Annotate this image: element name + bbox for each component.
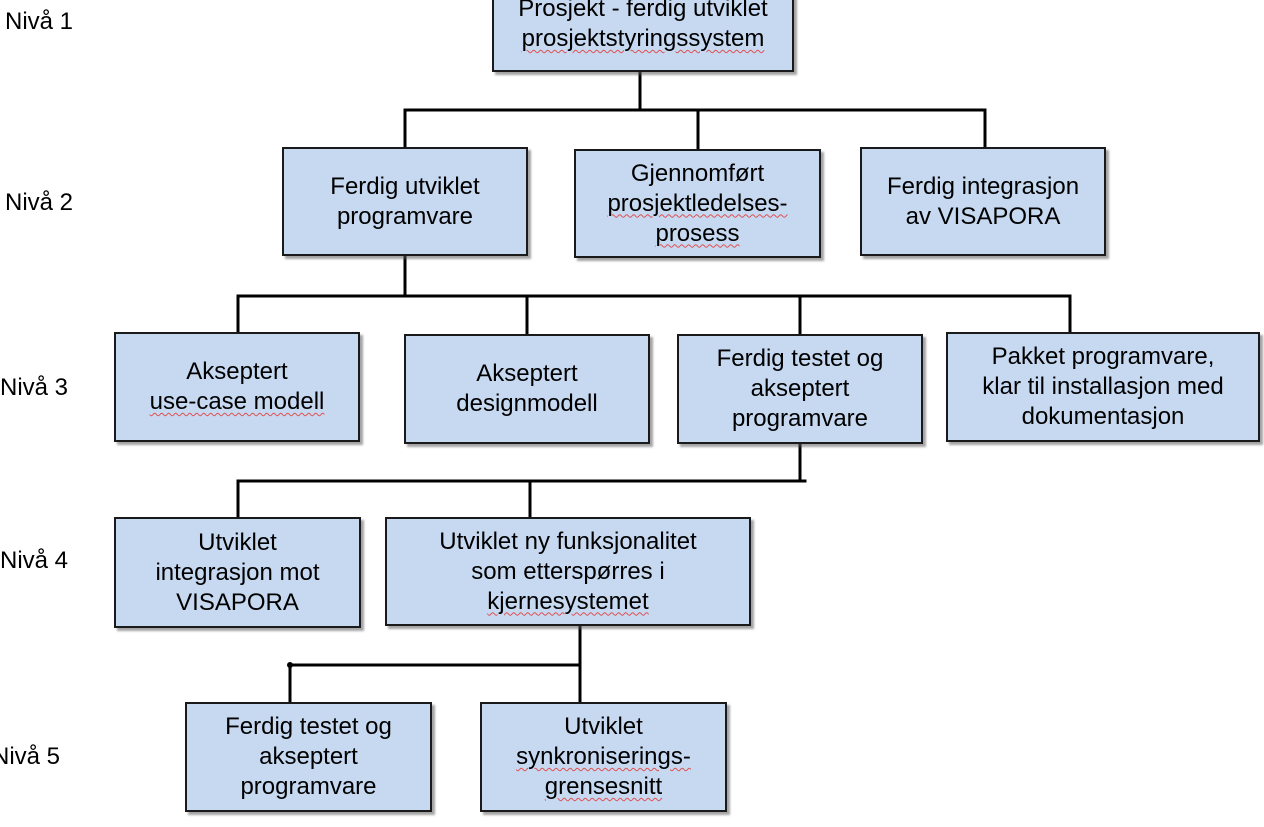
- level-label-4: Nivå 4: [0, 547, 69, 574]
- node-synkroniseringsgrensesnitt: Utviklet synkroniserings- grensesnitt: [480, 702, 727, 812]
- node-designmodell: Akseptert designmodell: [404, 334, 650, 444]
- level-label-1: Nivå 1: [5, 8, 74, 35]
- node-root: Prosjekt - ferdig utviklet prosjektstyri…: [492, 0, 794, 72]
- node-ferdig-utviklet-programvare: Ferdig utviklet programvare: [282, 147, 528, 256]
- node-use-case-modell: Akseptert use-case modell: [114, 332, 360, 442]
- level-label-2: Nivå 2: [5, 189, 74, 216]
- node-ny-funksjonalitet: Utviklet ny funksjonalitet som etterspør…: [385, 517, 751, 626]
- node-pakket-programvare: Pakket programvare, klar til installasjo…: [946, 332, 1260, 442]
- node-prosjektledelse: Gjennomført prosjektledelses- prosess: [574, 149, 821, 258]
- node-testet-programvare-l5: Ferdig testet og akseptert programvare: [185, 702, 432, 812]
- level-label-3: Nivå 3: [0, 374, 69, 401]
- node-integrasjon-mot-visapora: Utviklet integrasjon mot VISAPORA: [114, 517, 361, 628]
- node-testet-programvare-l3: Ferdig testet og akseptert programvare: [677, 334, 923, 444]
- level-label-5: Nivå 5: [0, 743, 61, 770]
- node-integrasjon-visapora: Ferdig integrasjon av VISAPORA: [860, 147, 1106, 256]
